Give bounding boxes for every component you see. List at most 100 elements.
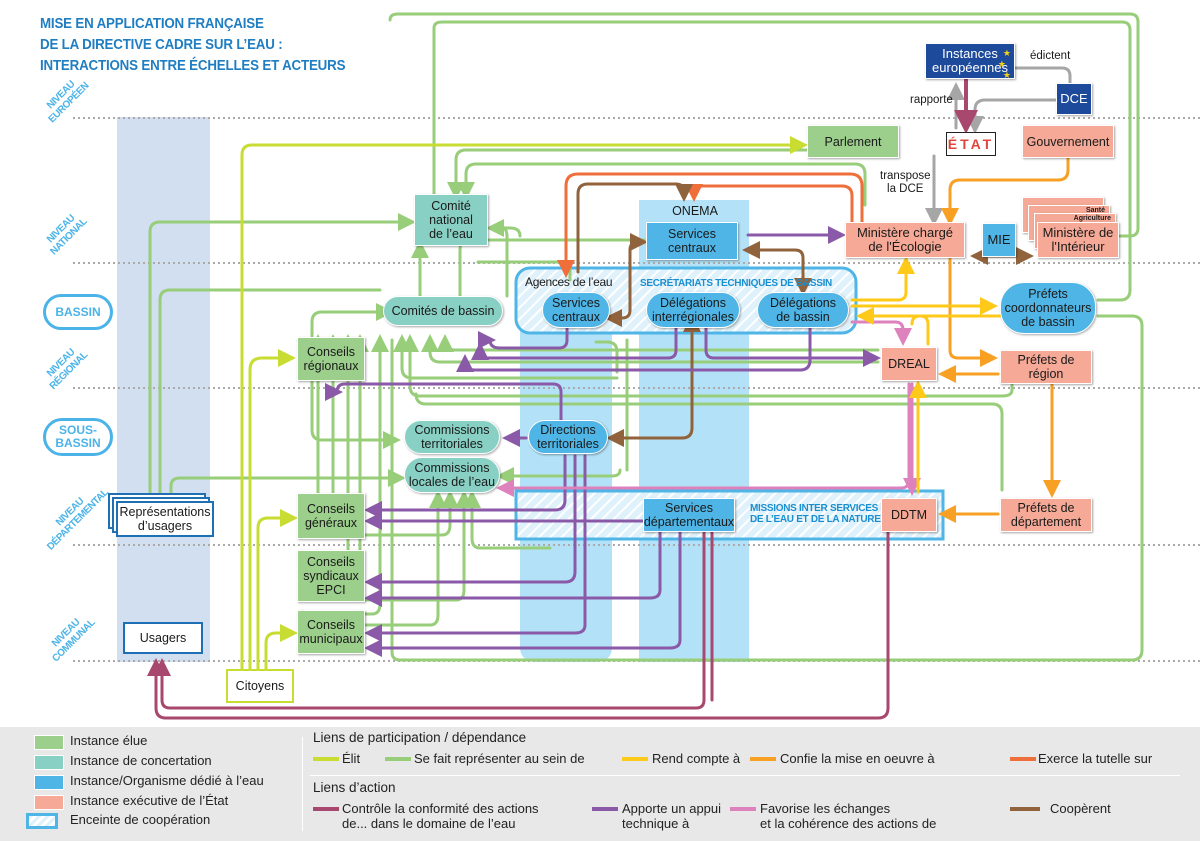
title-line-3: INTERACTIONS ENTRE ÉCHELLES ET ACTEURS [40, 58, 346, 74]
legend-arrow-elit [313, 757, 339, 761]
legend-swatch-elue [34, 735, 64, 750]
legend-arrow-rend-compte [622, 757, 648, 761]
diagram-title: MISE EN APPLICATION FRANÇAISE DE LA DIRE… [40, 14, 345, 77]
node-label: européennes [932, 60, 1008, 75]
node-etat[interactable]: ÉTAT [946, 132, 996, 156]
level-word: BASSIN [55, 304, 101, 319]
legend-label-represente: Se fait représenter au sein de [414, 751, 585, 766]
legend: Instance élue Instance de concertation I… [0, 727, 1200, 841]
node-gouvernement[interactable]: Gouvernement [1022, 125, 1114, 158]
legend-label-line: et la cohérence des actions de [760, 816, 937, 831]
legend-label-line: de... dans le domaine de l’eau [342, 816, 516, 831]
legend-label-etat: Instance exécutive de l’État [70, 793, 229, 808]
node-citoyens[interactable]: Citoyens [226, 669, 294, 703]
annotation-rapporte: rapporte [910, 94, 953, 106]
node-label: Agriculture [1073, 215, 1111, 222]
eu-star-icon: ★ [997, 59, 1006, 69]
agences-eau-label: Agences de l’eau [525, 275, 613, 289]
node-label: Ministère chargé [856, 225, 954, 240]
node-ddtm[interactable]: DDTM [881, 498, 937, 532]
links-controle [147, 528, 890, 720]
node-label: Délégations [659, 296, 726, 310]
node-label: Commissions [414, 461, 490, 475]
links-eu [925, 66, 1072, 226]
node-dce[interactable]: DCE [1056, 83, 1092, 115]
node-label: EPCI [316, 583, 346, 597]
node-label: territoriales [421, 437, 483, 451]
node-label: l'Intérieur [1051, 239, 1105, 254]
legend-label-enceinte: Enceinte de coopération [70, 812, 211, 827]
legend-arrow-confie [750, 757, 776, 761]
legend-arrow-appui [592, 807, 618, 811]
node-label: centraux [668, 241, 716, 255]
enclosure-label-line: DE L’EAU ET DE LA NATURE [750, 514, 881, 525]
node-label: de bassin [776, 310, 830, 324]
legend-label-controle: Contrôle la conformité des actions de...… [342, 801, 539, 831]
node-parlement[interactable]: Parlement [807, 125, 899, 158]
legend-label-elue: Instance élue [70, 733, 148, 748]
node-label: département [1010, 515, 1082, 529]
eu-star-icon: ★ [1002, 70, 1011, 80]
links-appui [328, 226, 881, 657]
legend-arrow-represente [385, 757, 411, 761]
node-label: généraux [304, 516, 358, 530]
node-label: de l’eau [429, 227, 473, 241]
legend-label-appui: Apporte un appui technique à [622, 801, 721, 831]
node-label: Ministère de [1042, 225, 1114, 240]
node-label: territoriales [537, 437, 599, 451]
legend-label-line: Apporte un appui [622, 801, 722, 816]
node-usagers[interactable]: Usagers [123, 622, 203, 654]
links-elit [240, 136, 808, 682]
legend-label-concertation: Instance de concertation [70, 753, 212, 768]
node-comites-bassin[interactable]: Comités de bassin [383, 296, 503, 326]
title-line-1: MISE EN APPLICATION FRANÇAISE [40, 16, 264, 32]
legend-divider-vertical [302, 737, 303, 831]
node-label: Délégations [769, 296, 836, 310]
annotation-transpose: transpose la DCE [880, 170, 931, 196]
legend-swatch-etat [34, 795, 64, 810]
legend-label-rend-compte: Rend compte à [652, 751, 741, 766]
node-label: d’usagers [137, 519, 193, 533]
missions-label: MISSIONS INTER SERVICES DE L’EAU ET DE L… [750, 503, 881, 525]
legend-action-title: Liens d’action [313, 780, 396, 795]
node-mie[interactable]: MIE [982, 223, 1016, 257]
node-label: centraux [552, 310, 600, 324]
eu-star-icon: ★ [1002, 48, 1011, 58]
legend-label-confie: Confie la mise en oeuvre à [780, 751, 935, 766]
node-label: de l'Écologie [868, 239, 942, 254]
legend-swatch-eau [34, 775, 64, 790]
node-label: Préfets de [1017, 353, 1075, 367]
legend-participation-title: Liens de participation / dépendance [313, 730, 527, 745]
node-label: Instances [942, 46, 998, 61]
node-label: locales de l’eau [408, 475, 496, 489]
node-label: Santé [1085, 207, 1105, 214]
legend-arrow-cooperent [1010, 807, 1040, 811]
links-tutelle [557, 172, 864, 278]
legend-label-tutelle: Exerce la tutelle sur [1038, 751, 1153, 766]
links-rend-compte [852, 256, 1004, 494]
legend-divider-horizontal [310, 775, 1180, 776]
node-label: Commissions [414, 423, 490, 437]
node-dreal[interactable]: DREAL [881, 347, 937, 381]
level-word: BASSIN [55, 436, 101, 450]
